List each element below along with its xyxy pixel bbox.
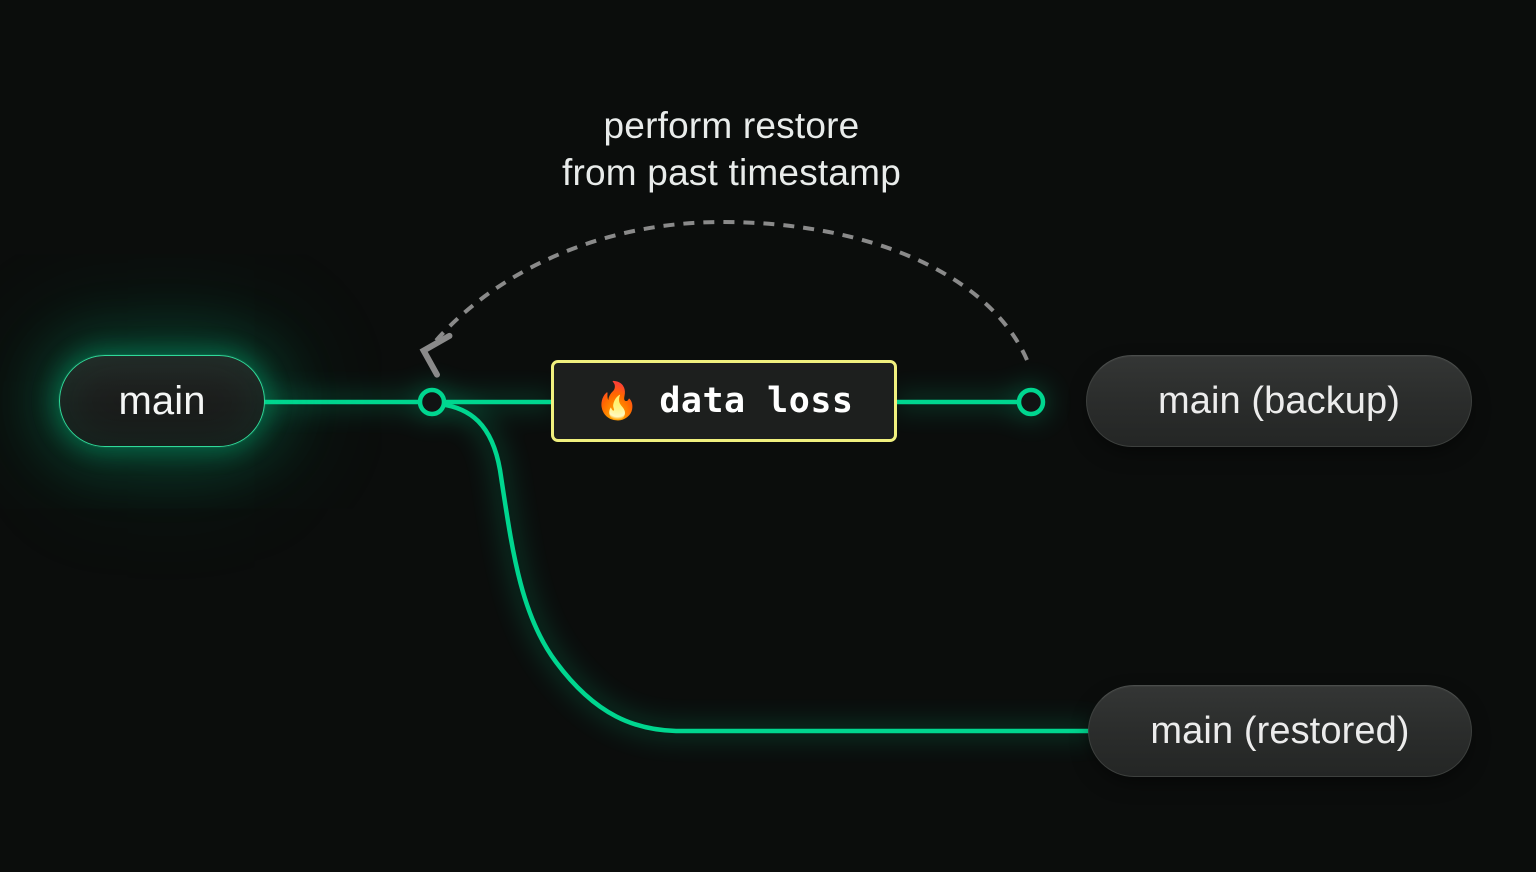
restore-arrow-path [431,219,1029,361]
node-main-backup[interactable]: main (backup) [1086,355,1472,447]
node-main-backup-label: main (backup) [1157,380,1401,422]
fire-emoji-icon: 🔥 [594,380,640,421]
annotation-line-1: perform restore [603,105,860,146]
node-main-label: main [118,379,206,423]
restore-arrowhead-icon [419,332,453,378]
branch-point-node[interactable] [417,387,447,417]
node-data-loss-label: data loss [659,380,854,421]
restore-annotation: perform restore from past timestamp [0,103,1463,196]
annotation-line-2: from past timestamp [562,151,901,193]
node-main-restored[interactable]: main (restored) [1088,685,1472,777]
backup-endpoint-node[interactable] [1016,387,1046,417]
node-main-restored-label: main (restored) [1150,710,1410,752]
node-data-loss[interactable]: 🔥 data loss [551,360,897,442]
edge-branchpoint-to-restored [437,401,1095,734]
node-main[interactable]: main [59,355,265,447]
